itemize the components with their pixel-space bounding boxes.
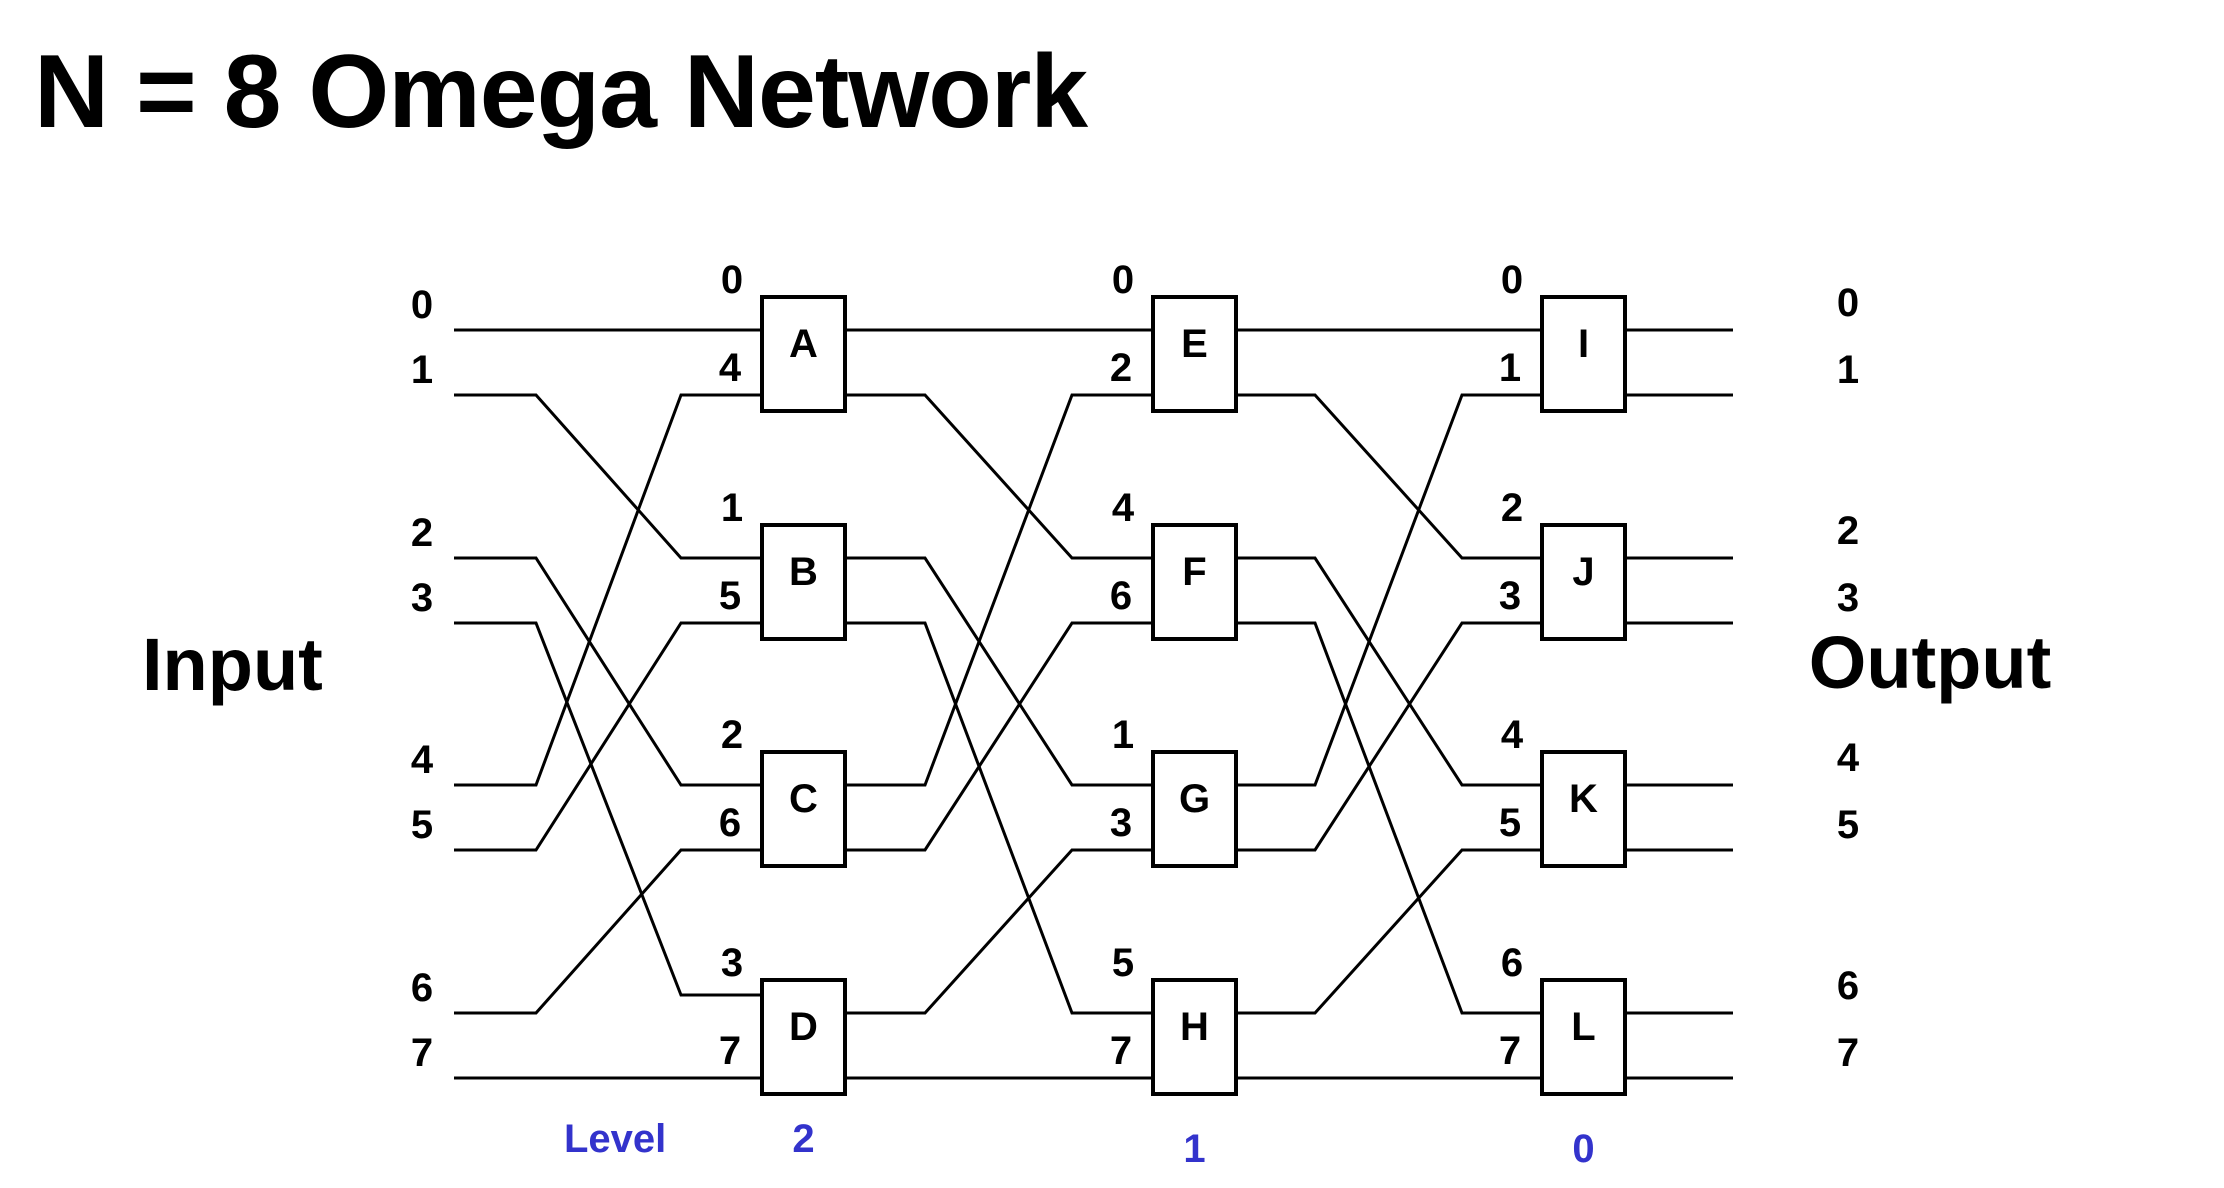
shuffle-wire bbox=[454, 393, 762, 787]
shuffle-wire bbox=[845, 848, 1153, 1015]
switch-box-b bbox=[760, 523, 847, 641]
switch-input-bottom-label: 7 bbox=[1110, 1029, 1132, 1073]
output-port-label: 6 bbox=[1837, 964, 1859, 1008]
switch-box-l bbox=[1540, 978, 1627, 1096]
input-port-label: 2 bbox=[411, 511, 433, 555]
shuffle-wire bbox=[845, 556, 1153, 787]
switch-input-top-label: 2 bbox=[1501, 486, 1523, 530]
switch-input-bottom-label: 7 bbox=[719, 1029, 741, 1073]
switch-input-bottom-label: 1 bbox=[1499, 346, 1521, 390]
shuffle-wire bbox=[1236, 393, 1542, 560]
wires bbox=[454, 328, 1733, 1080]
switch-name: G bbox=[1179, 777, 1210, 821]
shuffle-wire bbox=[1236, 556, 1542, 787]
shuffle-wire bbox=[1236, 393, 1542, 787]
switch-name: A bbox=[789, 322, 818, 366]
shuffle-wire bbox=[454, 393, 762, 560]
switch-input-bottom-label: 5 bbox=[719, 574, 741, 618]
input-port-label: 1 bbox=[411, 348, 433, 392]
switch-box-h bbox=[1151, 978, 1238, 1096]
input-port-label: 7 bbox=[411, 1031, 433, 1075]
shuffle-wire bbox=[845, 393, 1153, 560]
level-number: 0 bbox=[1572, 1127, 1594, 1171]
input-port-label: 0 bbox=[411, 283, 433, 327]
switch-input-top-label: 4 bbox=[1501, 713, 1524, 757]
switch-name: D bbox=[789, 1005, 818, 1049]
switch-input-bottom-label: 4 bbox=[719, 346, 742, 390]
switch-input-bottom-label: 3 bbox=[1110, 801, 1132, 845]
switch-input-bottom-label: 6 bbox=[719, 801, 741, 845]
level-label: Level bbox=[564, 1117, 666, 1161]
switch-box-g bbox=[1151, 750, 1238, 868]
input-port-label: 3 bbox=[411, 576, 433, 620]
output-port-label: 4 bbox=[1837, 736, 1860, 780]
input-port-label: 4 bbox=[411, 738, 434, 782]
shuffle-wire bbox=[454, 848, 762, 1015]
switch-name: F bbox=[1182, 550, 1206, 594]
input-port-label: 5 bbox=[411, 803, 433, 847]
switch-name: E bbox=[1181, 322, 1208, 366]
switch-box-e bbox=[1151, 295, 1238, 413]
shuffle-wire bbox=[454, 621, 762, 997]
switch-input-top-label: 0 bbox=[1501, 258, 1523, 302]
switch-input-top-label: 2 bbox=[721, 713, 743, 757]
switches bbox=[760, 295, 1627, 1096]
switch-input-top-label: 5 bbox=[1112, 941, 1134, 985]
switch-name: L bbox=[1571, 1005, 1595, 1049]
level-number: 2 bbox=[792, 1117, 814, 1161]
labels: A04B15C26D372E02F46G13H571I01J23K45L670L… bbox=[411, 258, 1860, 1171]
output-port-label: 1 bbox=[1837, 348, 1859, 392]
switch-box-d bbox=[760, 978, 847, 1096]
switch-input-bottom-label: 6 bbox=[1110, 574, 1132, 618]
output-port-label: 5 bbox=[1837, 803, 1859, 847]
switch-box-a bbox=[760, 295, 847, 413]
shuffle-wire bbox=[454, 556, 762, 787]
level-number: 1 bbox=[1183, 1127, 1205, 1171]
switch-input-top-label: 4 bbox=[1112, 486, 1135, 530]
switch-input-top-label: 1 bbox=[1112, 713, 1134, 757]
switch-input-top-label: 0 bbox=[1112, 258, 1134, 302]
shuffle-wire bbox=[845, 621, 1153, 852]
switch-box-i bbox=[1540, 295, 1627, 413]
shuffle-wire bbox=[454, 621, 762, 852]
switch-input-bottom-label: 7 bbox=[1499, 1029, 1521, 1073]
switch-name: C bbox=[789, 777, 818, 821]
input-label: Input bbox=[142, 623, 323, 706]
shuffle-wire bbox=[1236, 621, 1542, 1015]
shuffle-wire bbox=[1236, 621, 1542, 852]
shuffle-wire bbox=[845, 621, 1153, 1015]
switch-box-f bbox=[1151, 523, 1238, 641]
switch-input-top-label: 3 bbox=[721, 941, 743, 985]
switch-input-top-label: 1 bbox=[721, 486, 743, 530]
switch-input-top-label: 6 bbox=[1501, 941, 1523, 985]
page-title: N = 8 Omega Network bbox=[34, 34, 1088, 150]
switch-name: K bbox=[1569, 777, 1598, 821]
switch-name: H bbox=[1180, 1005, 1209, 1049]
switch-name: B bbox=[789, 550, 818, 594]
output-port-label: 7 bbox=[1837, 1031, 1859, 1075]
switch-name: I bbox=[1578, 322, 1589, 366]
shuffle-wire bbox=[845, 393, 1153, 787]
input-port-label: 6 bbox=[411, 966, 433, 1010]
shuffle-wire bbox=[1236, 848, 1542, 1015]
switch-box-j bbox=[1540, 523, 1627, 641]
output-label: Output bbox=[1809, 621, 2051, 704]
output-port-label: 0 bbox=[1837, 281, 1859, 325]
switch-box-k bbox=[1540, 750, 1627, 868]
switch-input-bottom-label: 2 bbox=[1110, 346, 1132, 390]
switch-input-top-label: 0 bbox=[721, 258, 743, 302]
switch-input-bottom-label: 5 bbox=[1499, 801, 1521, 845]
switch-box-c bbox=[760, 750, 847, 868]
output-port-label: 3 bbox=[1837, 576, 1859, 620]
output-port-label: 2 bbox=[1837, 509, 1859, 553]
switch-input-bottom-label: 3 bbox=[1499, 574, 1521, 618]
switch-name: J bbox=[1572, 550, 1594, 594]
